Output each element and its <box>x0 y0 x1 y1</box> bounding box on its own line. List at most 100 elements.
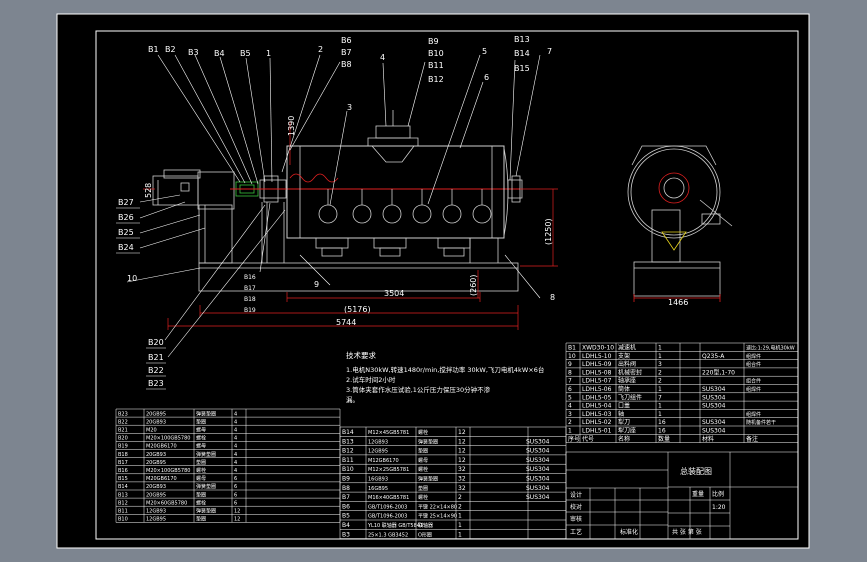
tb-scale: 1:20 <box>712 504 726 511</box>
parts-right-name: 出料阀 <box>618 360 636 368</box>
callout-B9: B9 <box>428 37 439 46</box>
callout-B16: B16 <box>244 274 256 281</box>
parts-mid-no: B14 <box>342 429 354 436</box>
notes-title: 技术要求 <box>346 350 376 360</box>
parts-right-code: LDHL5-10 <box>582 353 612 360</box>
callout-1: 1 <box>266 49 271 58</box>
dim-260: (260) <box>469 274 478 296</box>
parts-right-qty: 1 <box>658 345 662 352</box>
parts-right-qty: 16 <box>658 428 666 435</box>
parts-right-header-mat: 材料 <box>702 435 714 443</box>
parts-right-code: LDHL5-02 <box>582 419 612 426</box>
callout-B15: B15 <box>514 64 530 73</box>
parts-left-name: 螺母 <box>196 443 206 450</box>
callout-B12: B12 <box>428 75 444 84</box>
notes-line3: 3.筒体夹套作水压试验,1公斤压力保压30分钟不渗 <box>346 385 491 394</box>
parts-right-qty: 1 <box>658 411 662 418</box>
parts-mid-name: 弹簧垫圈 <box>418 438 438 445</box>
parts-right-name: 轴承座 <box>618 377 636 385</box>
parts-left-no: B16 <box>118 468 128 474</box>
parts-mid-qty: 12 <box>458 457 466 464</box>
callout-6: 6 <box>484 73 489 82</box>
parts-right-name: 机械密封 <box>618 368 642 376</box>
parts-left-qty: 4 <box>234 460 237 466</box>
parts-right-header-name: 名称 <box>618 435 630 443</box>
callout-B18: B18 <box>244 296 256 303</box>
parts-left-name: 螺栓 <box>196 467 206 474</box>
parts-mid-qty: 32 <box>458 485 466 492</box>
parts-left-code: 20GB93 <box>146 419 166 425</box>
parts-left-code: M20 <box>146 428 157 434</box>
parts-mid-material: SUS304 <box>526 457 550 464</box>
parts-mid-name: 螺母 <box>418 457 428 464</box>
parts-mid-name: 联轴器 <box>418 522 433 529</box>
callout-B26: B26 <box>118 213 134 222</box>
parts-mid-no: B11 <box>342 457 354 464</box>
parts-mid-qty: 1 <box>458 513 462 520</box>
parts-mid-qty: 12 <box>458 429 466 436</box>
parts-left-code: 20GB93 <box>146 484 166 490</box>
parts-mid-name: 螺栓 <box>418 494 428 501</box>
title-block <box>565 451 799 540</box>
parts-left-code: 20GB95 <box>146 492 166 498</box>
tb-process: 工艺 <box>570 528 582 536</box>
parts-left-name: 垫圈 <box>196 516 206 523</box>
notes-line2: 2.试车时间2小时 <box>346 375 396 384</box>
callout-B20: B20 <box>148 338 164 347</box>
parts-right-material: SUS304 <box>702 394 726 401</box>
parts-left-name: 螺栓 <box>196 435 206 442</box>
parts-left-code: 20GB95 <box>146 460 166 466</box>
motor-support <box>198 204 233 264</box>
callout-B11: B11 <box>428 61 444 70</box>
parts-left-name: 弹簧垫圈 <box>196 451 216 458</box>
parts-mid-no: B9 <box>342 476 350 483</box>
parts-right-code: LDHL5-01 <box>582 428 612 435</box>
parts-mid-qty: 12 <box>458 438 466 445</box>
callout-B2: B2 <box>165 45 176 54</box>
parts-right-note: 组焊件 <box>746 411 761 418</box>
plough-blades <box>318 189 492 224</box>
reducer <box>197 171 235 210</box>
parts-right-note: 组合件 <box>746 378 761 385</box>
callout-B14: B14 <box>514 49 530 58</box>
parts-left-no: B22 <box>118 419 128 425</box>
parts-left-qty: 4 <box>234 419 237 425</box>
parts-left-qty: 6 <box>234 500 237 506</box>
parts-mid-name: 平键 22×14×80 <box>418 503 457 510</box>
parts-left-no: B18 <box>118 452 128 458</box>
parts-right-no: 7 <box>568 378 572 385</box>
parts-left-name: 弹簧垫圈 <box>196 508 216 515</box>
parts-mid-no: B6 <box>342 503 350 510</box>
parts-left-code: M20×100GB5780 <box>146 468 190 474</box>
parts-right-code: LDHL5-06 <box>582 386 612 393</box>
leader-lines <box>126 54 541 358</box>
parts-mid-qty: 12 <box>458 448 466 455</box>
parts-left-code: 20GB93 <box>146 452 166 458</box>
callout-4: 4 <box>380 53 385 62</box>
callout-8: 8 <box>550 293 555 302</box>
callout-B5: B5 <box>240 49 251 58</box>
parts-mid-material: SUS304 <box>526 466 550 473</box>
parts-mid-code: 12GB95 <box>368 449 388 455</box>
parts-mid-material: SUS304 <box>526 485 550 492</box>
parts-right-no: 10 <box>568 353 576 360</box>
tb-sheet: 共 张 第 张 <box>672 528 702 536</box>
parts-right-note: 随机备件若干 <box>746 419 776 426</box>
parts-mid-qty: 32 <box>458 466 466 473</box>
parts-mid-qty: 1 <box>458 531 462 538</box>
parts-right-name: 轴 <box>618 410 624 418</box>
parts-right-note: 组焊件 <box>746 353 761 360</box>
parts-tables <box>115 342 799 539</box>
tb-weight-label: 重量 <box>692 490 704 498</box>
parts-left-qty: 4 <box>234 468 237 474</box>
callout-B25: B25 <box>118 228 134 237</box>
parts-mid-no: B13 <box>342 438 354 445</box>
parts-right-material: 220型,1-70 <box>702 368 735 376</box>
parts-right-qty: 1 <box>658 353 662 360</box>
parts-mid-code: M12×25GB5781 <box>368 467 409 473</box>
tb-designer: 设计 <box>570 491 582 499</box>
parts-mid-code: GB/T1096-2003 <box>368 514 407 520</box>
parts-right-material: SUS304 <box>702 386 726 393</box>
parts-left-code: 12GB93 <box>146 509 166 515</box>
tb-checker: 校对 <box>570 503 582 511</box>
